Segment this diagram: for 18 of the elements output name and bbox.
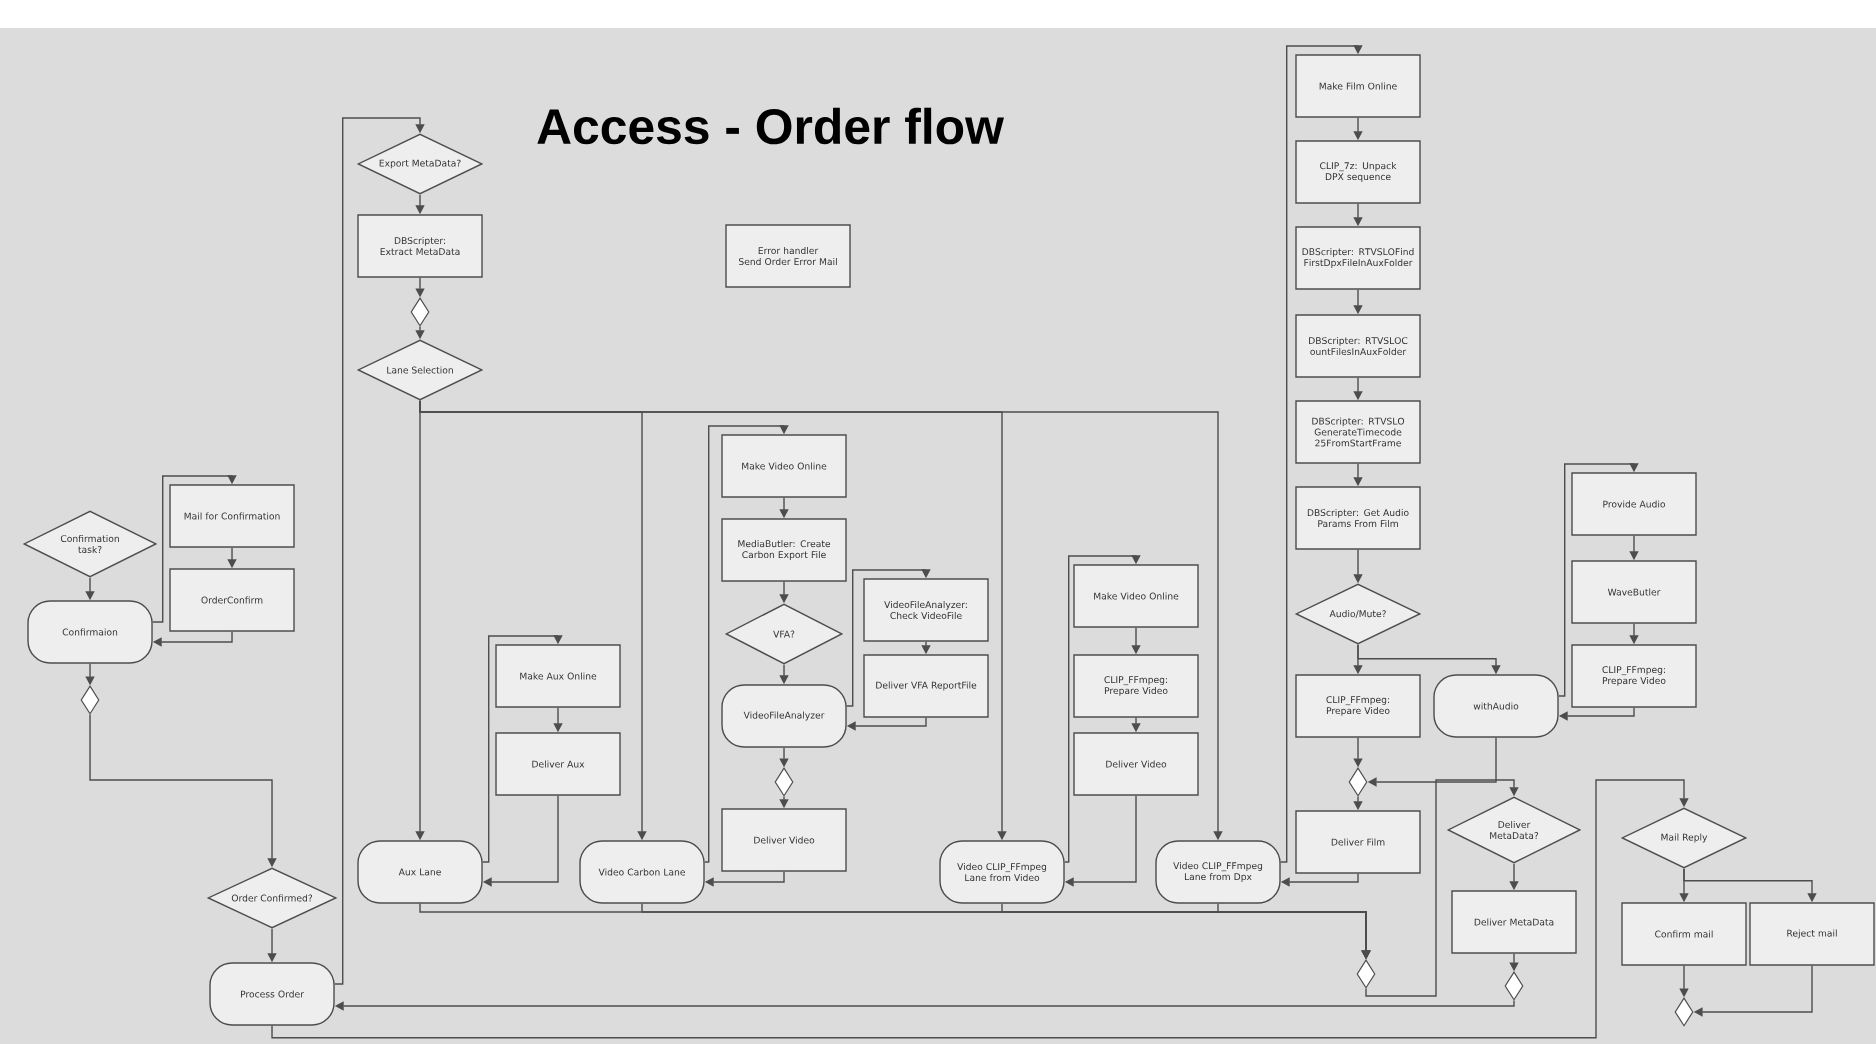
small-diamond: [410, 297, 430, 327]
arrow: [152, 474, 237, 623]
arrow: [1064, 554, 1141, 863]
small-diamond: [1356, 959, 1376, 989]
arrow: [846, 568, 931, 707]
small-diamond: [774, 767, 794, 797]
arrow: [334, 117, 425, 985]
small-diamond: [1504, 971, 1524, 1001]
arrow: [271, 779, 1689, 1039]
small-diamond: [1348, 767, 1368, 797]
small-diamond: [80, 685, 100, 715]
arrow: [1365, 779, 1519, 997]
arrow: [1280, 44, 1363, 863]
arrow: [1558, 462, 1639, 697]
arrow: [704, 424, 789, 863]
arrow: [482, 634, 563, 863]
small-diamond: [1674, 997, 1694, 1027]
title: Access - Order flow: [537, 107, 1004, 145]
